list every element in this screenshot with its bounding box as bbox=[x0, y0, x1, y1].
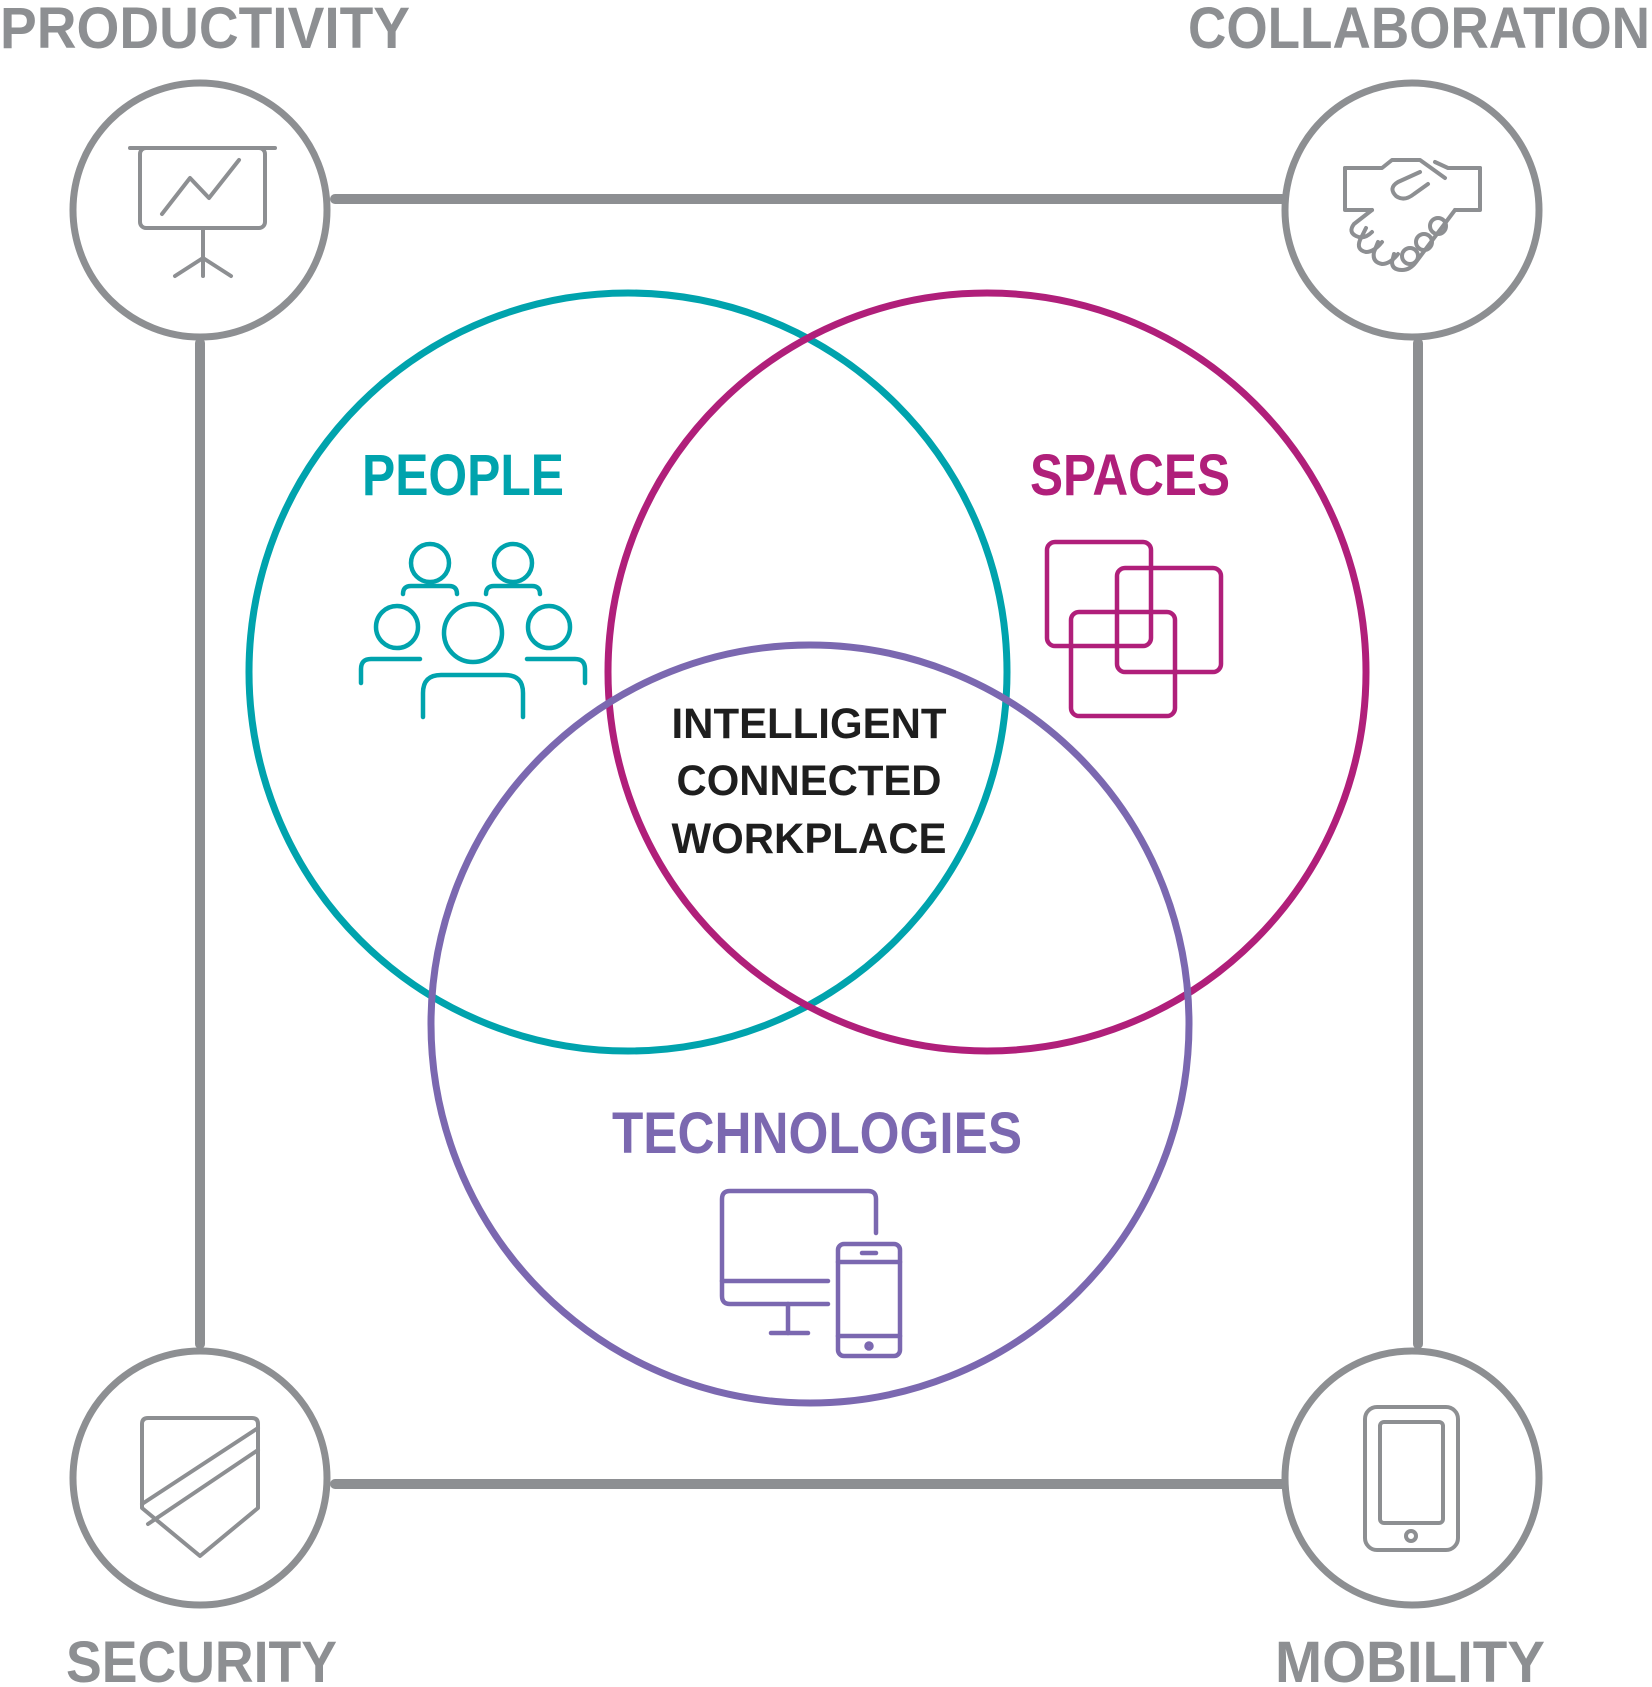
presentation-chart-icon bbox=[128, 146, 277, 278]
collaboration-label: COLLABORATION bbox=[1188, 0, 1650, 61]
security-circle bbox=[69, 1347, 331, 1609]
people-group-icon bbox=[358, 541, 588, 720]
security-label: SECURITY bbox=[66, 1630, 337, 1687]
venn-circles bbox=[245, 289, 1370, 1407]
center-line-1: INTELLIGENT bbox=[672, 700, 947, 748]
people-label: PEOPLE bbox=[362, 443, 564, 508]
center-line-3: WORKPLACE bbox=[672, 815, 947, 863]
mobility-label: MOBILITY bbox=[1275, 1630, 1545, 1687]
overlapping-squares-icon bbox=[1044, 539, 1224, 719]
technologies-label: TECHNOLOGIES bbox=[612, 1101, 1022, 1166]
people-circle bbox=[245, 289, 1011, 1055]
spaces-label: SPACES bbox=[1030, 443, 1230, 508]
productivity-circle bbox=[69, 79, 331, 341]
devices-icon bbox=[719, 1188, 903, 1359]
technologies-circle bbox=[427, 641, 1193, 1407]
shield-icon bbox=[140, 1416, 260, 1558]
handshake-icon bbox=[1343, 158, 1482, 272]
frame-lines bbox=[195, 194, 1423, 1489]
mobility-circle bbox=[1281, 1347, 1543, 1609]
productivity-label: PRODUCTIVITY bbox=[0, 0, 410, 61]
spaces-circle bbox=[604, 289, 1370, 1055]
center-line-2: CONNECTED bbox=[677, 757, 942, 805]
collaboration-circle bbox=[1281, 79, 1543, 341]
tablet-icon bbox=[1363, 1405, 1460, 1552]
